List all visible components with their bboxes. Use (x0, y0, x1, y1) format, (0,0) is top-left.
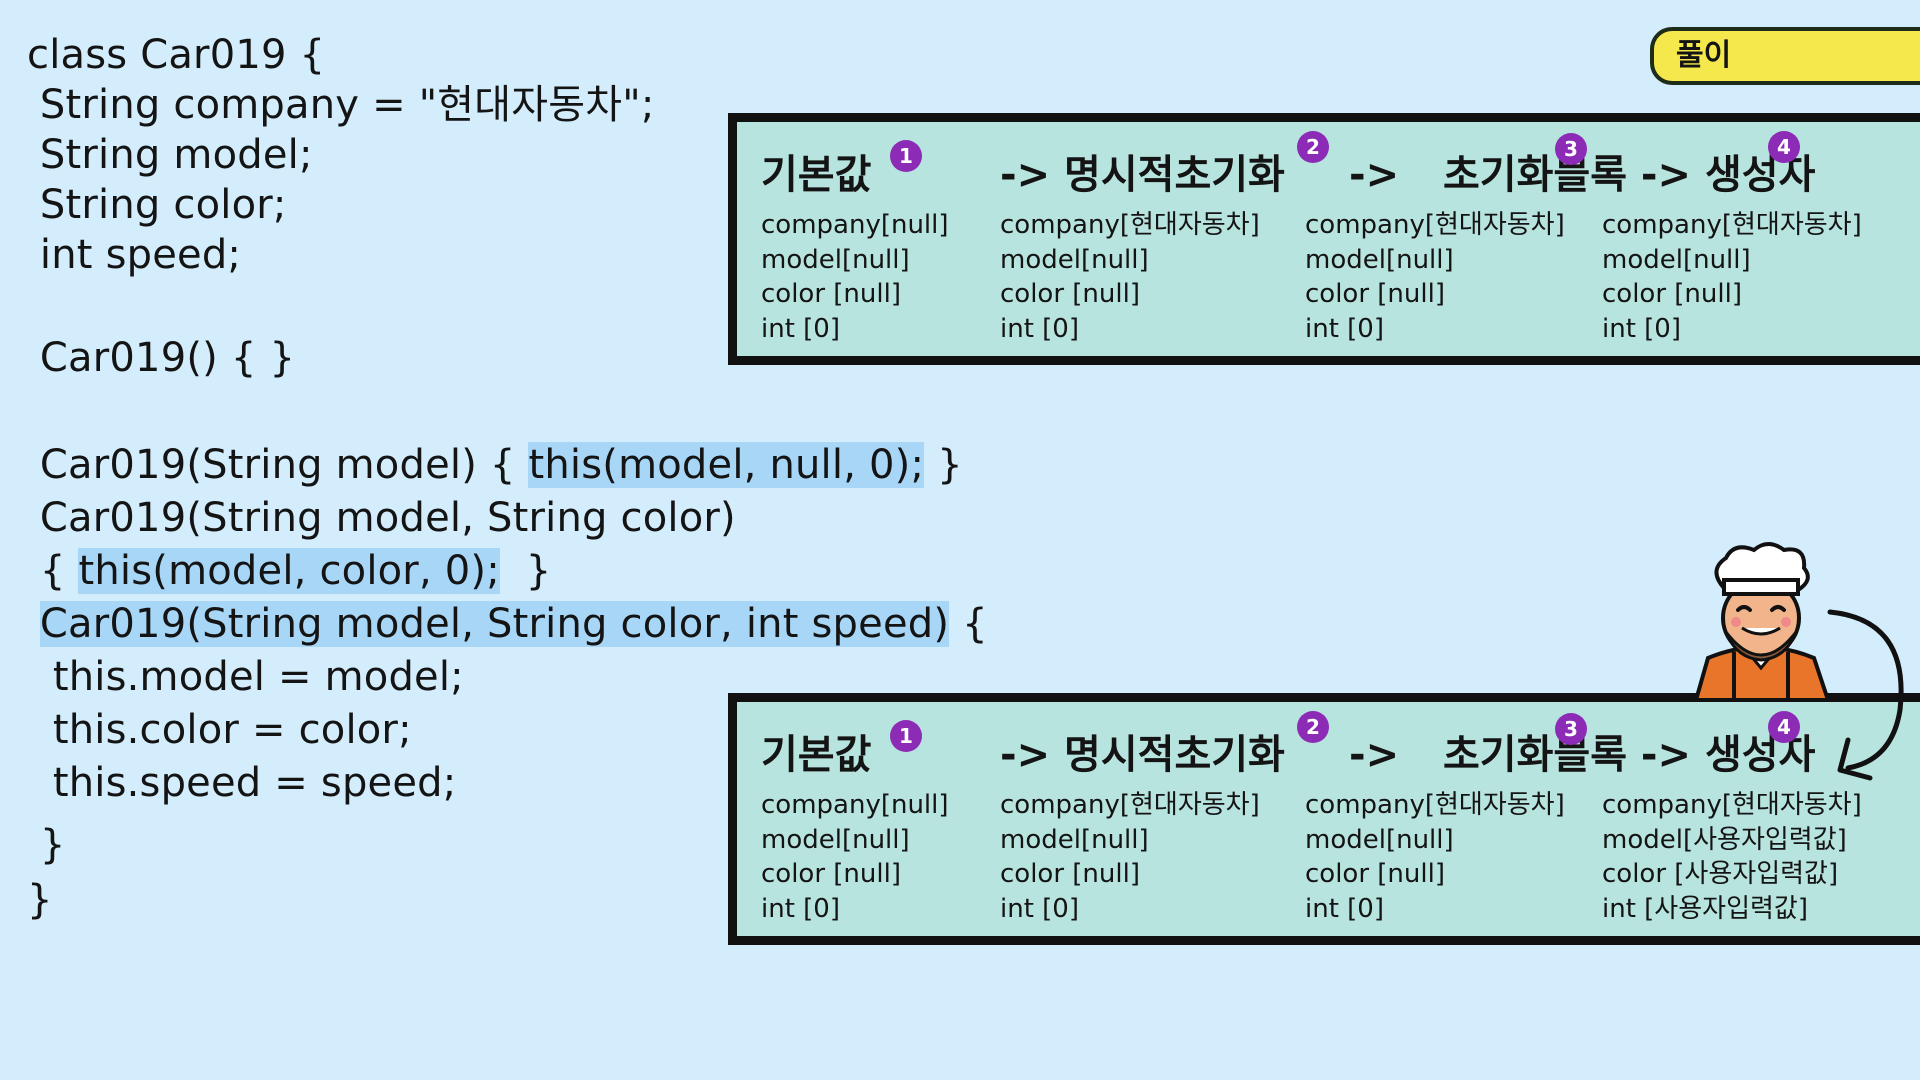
code-text: } (924, 442, 963, 488)
field-state: company[현대자동차] (1602, 210, 1862, 240)
field-state: model[null] (1305, 824, 1454, 855)
step-header-init-block-constructor: 초기화블록 -> 생성자 (1443, 152, 1816, 198)
step-badge-2: 2 (1297, 711, 1329, 743)
field-state-column-1: company[null] model[null] color [null] i… (761, 788, 949, 926)
field-state: model[null] (761, 244, 910, 275)
step-header-arrow: -> (1349, 732, 1400, 778)
step-header-default: 기본값 (761, 732, 872, 778)
curved-arrow-icon (1827, 609, 1904, 781)
field-state: company[null] (761, 210, 949, 240)
field-state: int [0] (1305, 313, 1384, 344)
field-state: company[현대자동차] (1305, 210, 1565, 240)
code-text: Car019(String model) { (27, 442, 529, 488)
field-state: color [null] (1000, 279, 1140, 309)
field-state: company[현대자동차] (1305, 790, 1565, 820)
step-header-init-block-constructor: 초기화블록 -> 생성자 (1443, 732, 1816, 778)
code-text: { (27, 548, 79, 594)
step-header-default: 기본값 (761, 152, 872, 198)
code-line-this-call-2: { this(model, color, 0); } (27, 546, 551, 596)
code-highlight: Car019(String model, String color, int s… (39, 601, 950, 647)
solution-tag: 풀이 (1650, 27, 1920, 85)
step-badge-4: 4 (1768, 131, 1800, 163)
code-line: int speed; (27, 232, 242, 278)
code-line: String company = "현대자동차"; (27, 82, 655, 128)
field-state-column-3: company[현대자동차] model[null] color [null] … (1305, 208, 1565, 346)
field-state: int [0] (761, 893, 840, 924)
code-line: } (27, 877, 53, 923)
code-text: } (499, 548, 552, 594)
init-order-panel-top: 기본값 -> 명시적초기화 -> 초기화블록 -> 생성자 1 2 3 4 co… (728, 113, 1920, 365)
field-state: model[null] (1305, 244, 1454, 275)
field-state: int [사용자입력값] (1602, 893, 1808, 924)
field-state-column-2: company[현대자동차] model[null] color [null] … (1000, 788, 1260, 926)
field-state: int [0] (1000, 893, 1079, 924)
code-line: Car019() { } (27, 335, 296, 381)
field-state: model[null] (761, 824, 910, 855)
field-state: model[null] (1000, 244, 1149, 275)
code-highlight: this(model, color, 0); (78, 548, 500, 594)
code-line: String model; (27, 132, 313, 178)
step-header-explicit-init: -> 명시적초기화 (1000, 152, 1285, 198)
field-state: int [0] (1000, 313, 1079, 344)
step-badge-1: 1 (890, 140, 922, 172)
field-state-column-1: company[null] model[null] color [null] i… (761, 208, 949, 346)
step-badge-3: 3 (1555, 713, 1587, 745)
field-state: company[현대자동차] (1602, 790, 1862, 820)
code-text (27, 601, 40, 647)
step-header-arrow: -> (1349, 152, 1400, 198)
step-badge-3: 3 (1555, 133, 1587, 165)
field-state: model[사용자입력값] (1602, 824, 1847, 855)
field-state-column-2: company[현대자동차] model[null] color [null] … (1000, 208, 1260, 346)
field-state: int [0] (1602, 313, 1681, 344)
code-line: String color; (27, 182, 287, 228)
field-state: company[현대자동차] (1000, 210, 1260, 240)
field-state: color [null] (1602, 279, 1742, 309)
field-state: color [null] (1305, 859, 1445, 889)
code-text: { (949, 601, 988, 647)
field-state: model[null] (1602, 244, 1751, 275)
field-state: int [0] (1305, 893, 1384, 924)
field-state-column-3: company[현대자동차] model[null] color [null] … (1305, 788, 1565, 926)
code-line: } (27, 822, 66, 868)
init-order-panel-bottom: 기본값 -> 명시적초기화 -> 초기화블록 -> 생성자 1 2 3 4 co… (728, 693, 1920, 945)
field-state: color [null] (761, 859, 901, 889)
code-highlight: this(model, null, 0); (528, 442, 925, 488)
code-line-full-constructor: Car019(String model, String color, int s… (27, 599, 988, 649)
field-state: color [null] (1000, 859, 1140, 889)
code-line: class Car019 { (27, 32, 326, 78)
code-line: this.model = model; (27, 654, 464, 700)
field-state-column-4: company[현대자동차] model[사용자입력값] color [사용자입… (1602, 788, 1862, 926)
step-badge-4: 4 (1768, 711, 1800, 743)
field-state: model[null] (1000, 824, 1149, 855)
field-state-column-4: company[현대자동차] model[null] color [null] … (1602, 208, 1862, 346)
field-state: int [0] (761, 313, 840, 344)
step-badge-1: 1 (890, 720, 922, 752)
code-line: Car019(String model, String color) (27, 495, 736, 541)
code-line: this.speed = speed; (27, 760, 457, 806)
field-state: color [사용자입력값] (1602, 859, 1839, 889)
step-badge-2: 2 (1297, 131, 1329, 163)
field-state: company[null] (761, 790, 949, 820)
field-state: color [null] (761, 279, 901, 309)
code-line-this-call-1: Car019(String model) { this(model, null,… (27, 440, 963, 490)
step-header-explicit-init: -> 명시적초기화 (1000, 732, 1285, 778)
field-state: color [null] (1305, 279, 1445, 309)
chef-mascot-icon (1693, 542, 1831, 700)
field-state: company[현대자동차] (1000, 790, 1260, 820)
code-line: this.color = color; (27, 707, 412, 753)
